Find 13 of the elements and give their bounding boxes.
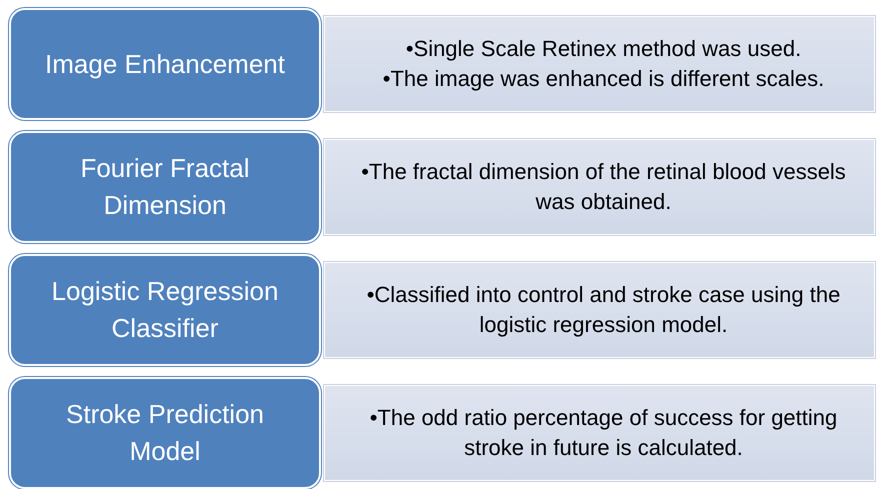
bullet-text: •Classified into control and stroke case using the logistic regression model. [366,281,842,339]
step-box: Logistic Regression Classifier [9,254,321,366]
description-panel [324,385,875,481]
description-panel [324,139,875,235]
description-panel [324,16,875,112]
bullet-text: •Single Scale Retinex method was used. [406,35,802,63]
step-box: Image Enhancement [9,8,321,120]
bullet-text: •The fractal dimension of the retinal blood vessels was obtained. [360,158,847,216]
bullet-text: •The odd ratio percentage of success for getting stroke in future is calculated. [368,404,838,462]
step-box: Stroke Prediction Model [9,377,321,489]
bullet-text: •The image was enhanced is different scales. [382,65,824,93]
description-panel [324,262,875,358]
step-box: Fourier Fractal Dimension [9,131,321,243]
